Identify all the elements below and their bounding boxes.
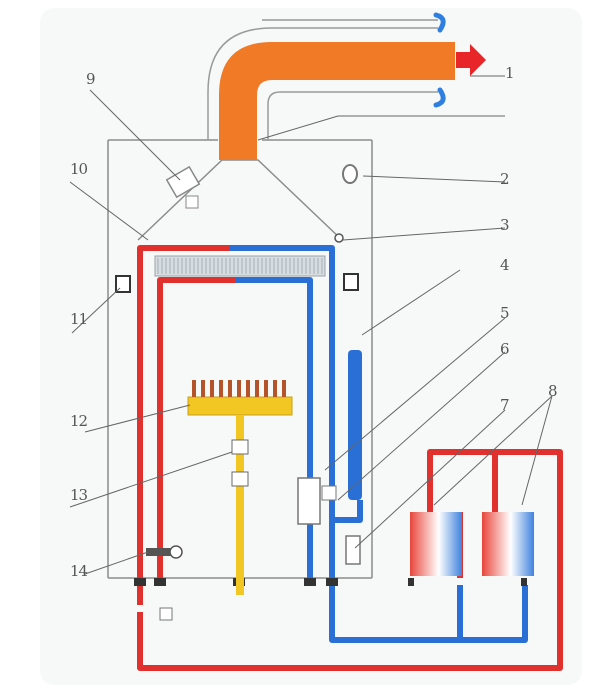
control-box — [297, 477, 321, 525]
callout-5: 5 — [500, 304, 509, 322]
callout-6: 6 — [500, 340, 509, 358]
burner-nozzle — [201, 380, 205, 397]
pressure-switch — [342, 164, 358, 184]
gas-burner — [187, 380, 293, 416]
gas-valve — [231, 439, 249, 487]
expansion-tank — [348, 350, 362, 500]
callout-2: 2 — [500, 170, 509, 188]
burner-nozzle — [192, 380, 196, 397]
water-pump — [146, 548, 174, 556]
callout-8: 8 — [548, 382, 557, 400]
limit-thermostat-right — [343, 273, 359, 291]
burner-nozzle — [210, 380, 214, 397]
callout-10: 10 — [70, 160, 88, 178]
radiator-right — [482, 512, 534, 586]
burner-nozzle — [237, 380, 241, 397]
burner-nozzle — [273, 380, 277, 397]
heat-exchanger — [154, 255, 326, 277]
fan-motor — [185, 195, 199, 209]
callout-4: 4 — [500, 256, 509, 274]
intake-arrow-top — [433, 12, 446, 33]
burner-nozzle — [282, 380, 286, 397]
water-pressure-sensor — [321, 485, 337, 501]
flue-pipe — [219, 42, 455, 160]
callout-13: 13 — [70, 486, 88, 504]
burner-nozzle — [264, 380, 268, 397]
intake-arrow-bottom — [433, 87, 446, 108]
fan-sensor — [165, 165, 201, 199]
drain-tap — [159, 607, 173, 621]
callout-1: 1 — [505, 64, 514, 82]
flue-hood — [137, 159, 343, 241]
safety-valve — [345, 535, 361, 565]
air-intake-duct — [207, 27, 438, 140]
callout-11: 11 — [70, 310, 88, 328]
callout-14: 14 — [70, 562, 88, 580]
callout-9: 9 — [86, 70, 95, 88]
exhaust-arrow — [456, 44, 486, 76]
burner-nozzle — [255, 380, 259, 397]
burner-nozzle — [246, 380, 250, 397]
callout-leaders — [69, 19, 553, 575]
burner-nozzle — [219, 380, 223, 397]
callout-3: 3 — [500, 216, 509, 234]
callout-7: 7 — [500, 396, 509, 414]
temperature-sensor — [334, 233, 344, 243]
gas-pipe — [236, 415, 244, 595]
radiator-left — [408, 512, 462, 586]
pressure-gauge — [169, 545, 183, 559]
callout-12: 12 — [70, 412, 88, 430]
burner-nozzle — [228, 380, 232, 397]
